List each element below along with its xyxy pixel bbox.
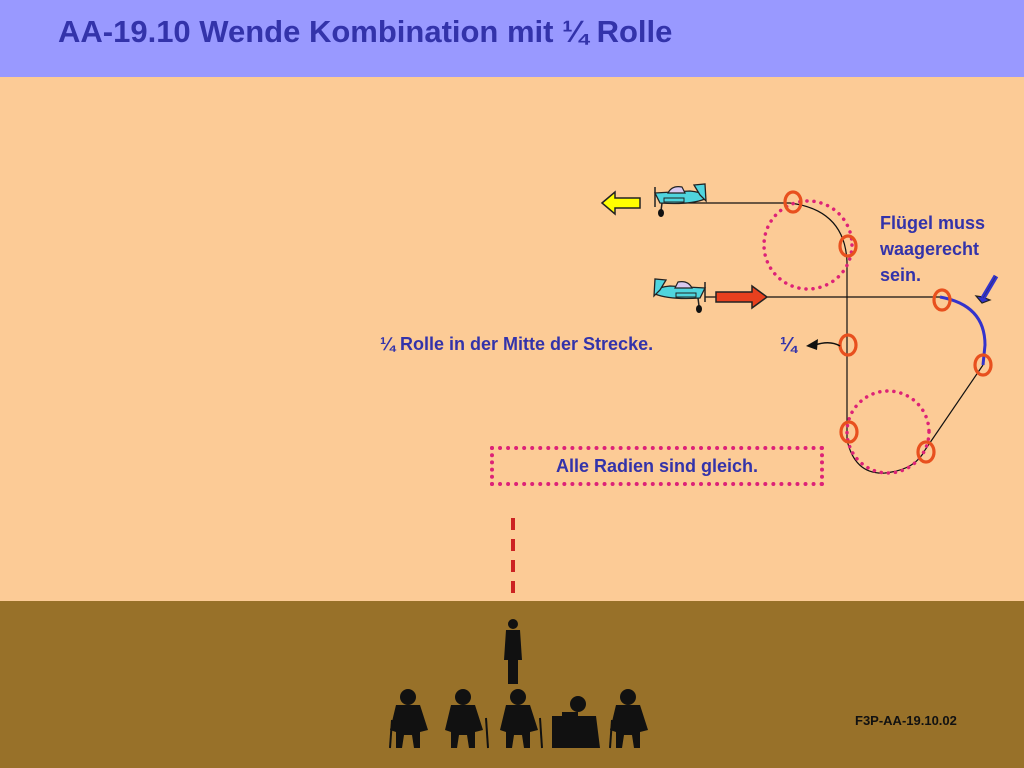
radius-circle-top	[762, 199, 854, 291]
spectator-icon	[500, 689, 543, 749]
airplane-icon	[653, 183, 707, 217]
spectator-icon	[445, 689, 489, 749]
page-title: AA-19.10 Wende Kombination mit ¼ Rolle	[58, 14, 673, 49]
arrow-left-icon	[600, 190, 641, 216]
spectator-icon	[504, 619, 522, 684]
position-markers	[783, 190, 993, 464]
quarter-roll-arrowhead	[806, 339, 818, 350]
marker	[839, 420, 859, 444]
quarter-roll-label: ¼	[780, 334, 797, 356]
wing-note-line: waagerecht	[880, 239, 980, 259]
arrow-down-shaft	[980, 274, 999, 300]
quarter-roll-arrow	[814, 342, 841, 347]
equal-radii-box: Alle Radien sind gleich.	[490, 446, 824, 486]
equal-radii-note: Alle Radien sind gleich.	[555, 455, 759, 476]
marker	[973, 353, 993, 377]
figure-code: F3P-AA-19.10.02	[855, 713, 957, 728]
header-bar: AA-19.10 Wende Kombination mit ¼ Rolle	[0, 0, 1024, 77]
wing-note-line: sein.	[880, 265, 922, 285]
radius-circle-bottom	[845, 389, 931, 475]
spectator-icon	[552, 696, 600, 748]
spectator-icon	[609, 689, 648, 749]
diagonal-up-line	[924, 364, 984, 451]
top-right-turn	[789, 202, 848, 263]
airplane-icon	[653, 278, 707, 313]
bottom-loop-line	[846, 439, 926, 474]
arrow-right-icon	[715, 284, 769, 310]
wing-note-line: Flügel muss	[880, 213, 986, 233]
marker	[783, 190, 803, 214]
mid-roll-note: ¼ Rolle in der Mitte der Strecke.	[380, 334, 654, 354]
marker	[838, 333, 858, 357]
arrow-down-outline	[982, 275, 997, 299]
marker	[838, 234, 858, 258]
wing-level-note: Flügel muss waagerecht sein.	[880, 210, 1020, 288]
spectator-icon	[389, 689, 428, 749]
marker	[932, 288, 952, 312]
marker	[916, 440, 936, 464]
